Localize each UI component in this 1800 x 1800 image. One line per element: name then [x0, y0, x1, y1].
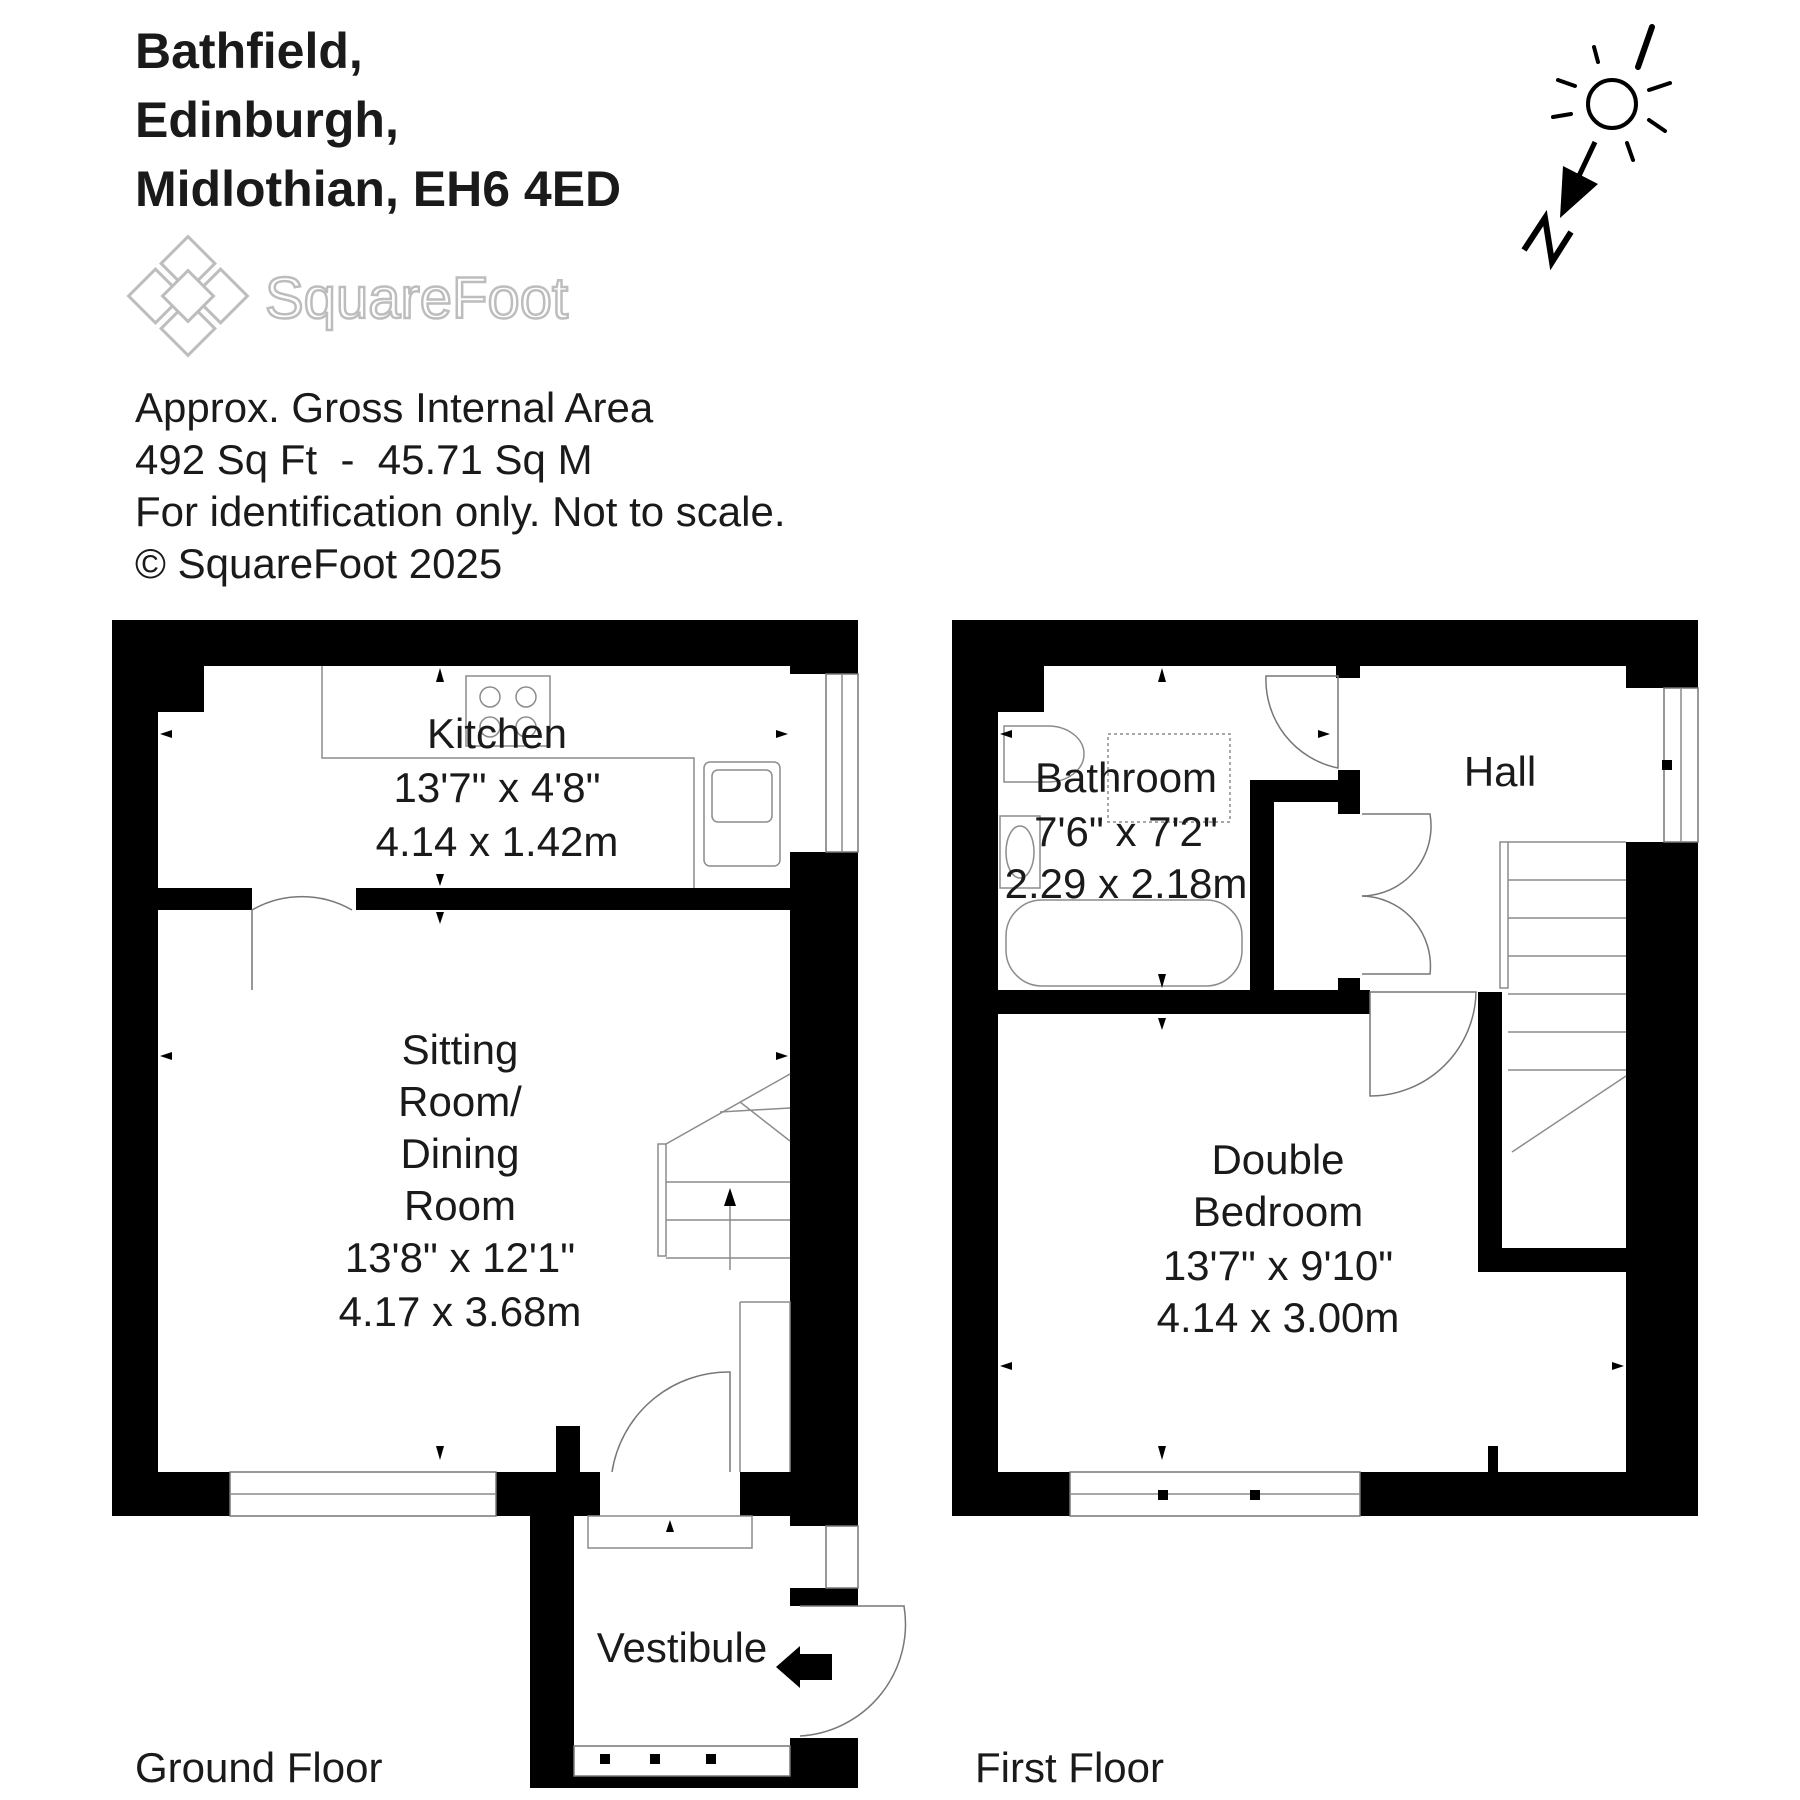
first-floor-plan: Bathroom 7'6" x 7'2" 2.29 x 2.18m Hall D…	[952, 620, 1699, 1791]
bedroom-name-2: Bedroom	[1193, 1188, 1363, 1235]
area-value: 492 Sq Ft - 45.71 Sq M	[135, 436, 593, 483]
sitting-name-2: Room/	[398, 1078, 522, 1125]
kitchen-name: Kitchen	[427, 710, 567, 757]
compass	[1521, 24, 1672, 271]
sitting-name-4: Room	[404, 1182, 516, 1229]
wall	[112, 620, 158, 1516]
vestibule-name: Vestibule	[597, 1624, 767, 1671]
kitchen-metric: 4.14 x 1.42m	[376, 818, 619, 865]
address-line-3: Midlothian, EH6 4ED	[135, 161, 621, 217]
bedroom-imperial: 13'7" x 9'10"	[1163, 1242, 1393, 1289]
sitting-imperial: 13'8" x 12'1"	[345, 1234, 575, 1281]
hall-name: Hall	[1464, 748, 1536, 795]
sitting-name-1: Sitting	[402, 1026, 519, 1073]
wall	[496, 1472, 600, 1516]
sitting-name-3: Dining	[400, 1130, 519, 1177]
address-line-2: Edinburgh,	[135, 92, 399, 148]
wall	[1338, 978, 1360, 1014]
basin-icon	[999, 815, 1041, 889]
dimension-markers	[1000, 668, 1624, 1460]
window	[825, 1525, 859, 1589]
first-floor-label: First Floor	[975, 1744, 1164, 1791]
wall	[1626, 842, 1698, 1516]
wall	[790, 1588, 858, 1606]
hob-icon	[465, 675, 551, 747]
staircase	[1499, 841, 1627, 1153]
kitchen-imperial: 13'7" x 4'8"	[394, 764, 601, 811]
wall	[1360, 1472, 1698, 1516]
wall	[356, 888, 790, 910]
wall	[1626, 620, 1698, 688]
north-arrow-icon	[1560, 140, 1598, 218]
dimension-markers	[160, 668, 788, 1532]
wall	[1336, 666, 1360, 678]
door	[1361, 895, 1432, 975]
toilet-icon	[1003, 725, 1085, 783]
wall	[1338, 770, 1360, 814]
sitting-metric: 4.17 x 3.68m	[339, 1288, 582, 1335]
area-label: Approx. Gross Internal Area	[135, 384, 654, 431]
disclaimer: For identification only. Not to scale.	[135, 488, 786, 535]
squarefoot-logo: SquareFoot	[126, 234, 569, 358]
wall	[790, 852, 858, 1516]
wall	[1478, 992, 1502, 1272]
wall	[556, 1426, 580, 1516]
wall	[740, 1472, 858, 1516]
bedroom-metric: 4.14 x 3.00m	[1157, 1294, 1400, 1341]
sun-icon	[1551, 24, 1672, 162]
shower-tray-icon	[1107, 733, 1231, 823]
bathroom-name: Bathroom	[1035, 754, 1217, 801]
door	[799, 1605, 907, 1737]
door	[1361, 813, 1432, 897]
door	[1265, 675, 1339, 769]
ground-floor-plan: Kitchen 13'7" x 4'8" 4.14 x 1.42m Sittin…	[112, 620, 907, 1791]
wall	[790, 620, 858, 674]
wall	[1490, 1248, 1626, 1272]
door	[611, 1371, 731, 1473]
wall	[112, 1472, 230, 1516]
wall	[952, 620, 998, 1516]
wall	[998, 990, 1370, 1014]
wall	[790, 1738, 858, 1788]
wall	[530, 1516, 574, 1788]
wall	[1250, 780, 1360, 802]
door	[251, 895, 353, 990]
bathroom-metric: 2.29 x 2.18m	[1005, 860, 1248, 907]
copyright: © SquareFoot 2025	[135, 540, 502, 587]
wall	[1488, 1446, 1498, 1472]
wall	[998, 666, 1044, 712]
staircase	[657, 1073, 791, 1472]
bedroom-name-1: Double	[1211, 1136, 1344, 1183]
north-label-icon	[1521, 209, 1574, 271]
wall	[112, 620, 858, 666]
sink-icon	[703, 761, 781, 867]
address-line-1: Bathfield,	[135, 23, 363, 79]
wall	[158, 666, 204, 712]
bathtub-icon	[1005, 899, 1243, 987]
wall	[952, 620, 1698, 666]
ground-floor-label: Ground Floor	[135, 1744, 382, 1791]
wall	[790, 1516, 858, 1526]
logo-text: SquareFoot	[265, 266, 568, 331]
wall	[158, 888, 252, 910]
wall	[952, 1472, 1070, 1516]
wall	[574, 1776, 790, 1788]
wall	[1250, 780, 1274, 990]
bathroom-imperial: 7'6" x 7'2"	[1034, 808, 1218, 855]
door	[1369, 991, 1477, 1097]
